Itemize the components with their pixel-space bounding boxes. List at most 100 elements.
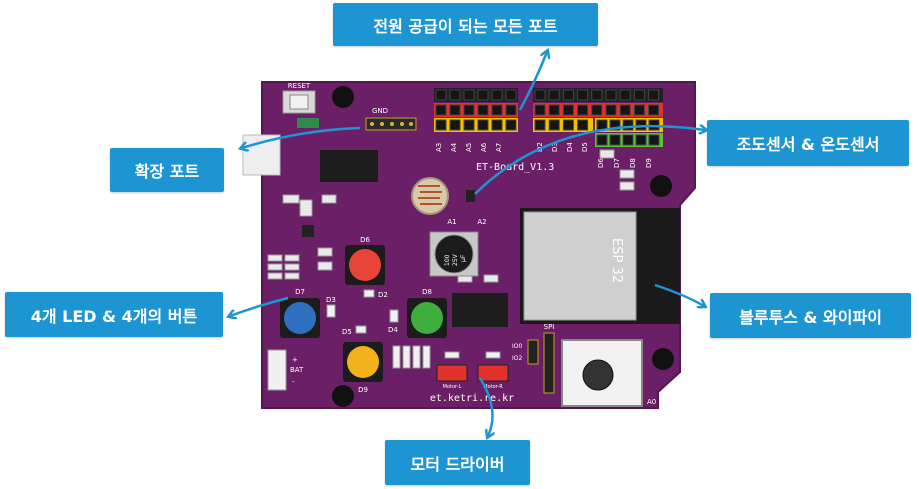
header-pin-socket — [449, 89, 461, 101]
header-pins — [435, 89, 660, 146]
header-pin-socket — [596, 134, 608, 146]
header-pin-socket — [633, 104, 645, 116]
gnd-label: GND — [372, 107, 388, 115]
header-pin-socket — [491, 119, 503, 131]
temperature-sensor — [466, 190, 475, 202]
bat-label: BAT — [290, 366, 304, 374]
light-sensor — [411, 177, 449, 215]
motor-resistors — [444, 351, 501, 359]
header-pin-socket — [435, 89, 447, 101]
blue-button — [284, 302, 316, 334]
header-pin-socket — [609, 119, 621, 131]
d8-label: D8 — [422, 288, 432, 296]
svg-text:25V: 25V — [452, 253, 459, 266]
motor-r-connector — [477, 364, 509, 382]
header-pin-socket — [591, 104, 603, 116]
green-button — [411, 302, 443, 334]
d2-label: D2 — [378, 291, 388, 299]
gnd-header-pins — [370, 122, 413, 126]
svg-text:A5: A5 — [465, 143, 473, 152]
header-pin-socket — [605, 89, 617, 101]
callout-motor-driver: 모터 드라이버 — [385, 440, 530, 485]
d3-label: D3 — [326, 296, 336, 304]
bat-minus: - — [292, 378, 295, 386]
arrow-bt — [654, 283, 704, 306]
header-pin-socket — [562, 89, 574, 101]
arrow-power — [518, 52, 547, 111]
header-pin-socket — [463, 119, 475, 131]
header-pin-socket — [534, 89, 546, 101]
header-pin-socket — [648, 104, 660, 116]
board-title: ET-Board_V1.3 — [476, 162, 554, 173]
header-pin-socket — [505, 89, 517, 101]
header-pin-socket — [548, 119, 560, 131]
smd-components — [267, 149, 635, 283]
reset-label: RESET — [288, 82, 311, 90]
svg-text:D4: D4 — [566, 142, 574, 152]
d4-label: D4 — [388, 326, 398, 334]
header-pin-socket — [562, 119, 574, 131]
bat-plus: + — [292, 356, 298, 364]
header-pin-socket — [548, 89, 560, 101]
header-pin-socket — [577, 104, 589, 116]
d7-label: D7 — [295, 288, 305, 296]
d6-label: D6 — [360, 236, 370, 244]
svg-text:100: 100 — [444, 254, 451, 266]
io0-label: IO0 — [512, 343, 522, 350]
led-d3 — [326, 304, 336, 318]
a2-label: A2 — [477, 218, 486, 226]
header-pin-socket — [435, 119, 447, 131]
header-pin-socket — [619, 89, 631, 101]
spi-label: SPI — [544, 323, 555, 331]
header-pin-socket — [477, 119, 489, 131]
header-pin-socket — [477, 89, 489, 101]
header-pin-socket — [449, 104, 461, 116]
mount-hole-top-right — [650, 175, 672, 197]
analog-pin-labels: A3 A4 A5 A6 A7 — [435, 142, 503, 152]
arrow-expansion — [242, 126, 361, 148]
green-component — [297, 118, 319, 128]
motor-l-connector — [436, 364, 468, 382]
svg-text:D2: D2 — [536, 142, 544, 152]
callout-bt-wifi: 블루투스 & 와이파이 — [710, 293, 911, 338]
svg-text:D6: D6 — [597, 158, 605, 168]
ic-chip-top — [320, 150, 378, 182]
esp32-label: ESP 32 — [609, 238, 624, 283]
header-pin-socket — [477, 104, 489, 116]
header-pin-socket — [577, 89, 589, 101]
ic-chip-bottom — [452, 293, 508, 327]
capacitor — [434, 234, 474, 274]
header-pin-socket — [622, 134, 634, 146]
d9-label: D9 — [358, 386, 368, 394]
board-url: et.ketri.re.kr — [430, 393, 514, 404]
callout-sensors: 조도센서 & 온도센서 — [707, 120, 909, 166]
header-pin-socket — [635, 134, 647, 146]
small-ic — [302, 225, 314, 237]
mount-hole-bottom-right — [652, 348, 674, 370]
svg-text:A3: A3 — [435, 143, 443, 152]
esp32-module — [523, 211, 637, 321]
svg-text:A7: A7 — [495, 143, 503, 152]
arrow-motor — [478, 377, 493, 436]
battery-connector — [267, 349, 287, 391]
header-pin-socket — [548, 104, 560, 116]
header-pin-socket — [505, 119, 517, 131]
svg-text:D5: D5 — [581, 142, 589, 152]
yellow-button — [347, 346, 379, 378]
analog-header-group — [434, 88, 518, 132]
header-pin-socket — [449, 119, 461, 131]
callout-power-ports: 전원 공급이 되는 모든 포트 — [333, 3, 598, 46]
header-pin-socket — [463, 104, 475, 116]
header-pin-socket — [591, 89, 603, 101]
led-d4 — [389, 309, 399, 323]
svg-text:D3: D3 — [551, 142, 559, 152]
header-pin-socket — [505, 104, 517, 116]
header-pin-socket — [534, 104, 546, 116]
svg-text:D9: D9 — [645, 158, 653, 168]
arrow-sensors — [474, 126, 705, 195]
digital-pin-labels: D2 D3 D4 D5 D6 D7 D8 D9 — [536, 142, 653, 168]
capacitor-text: 100 25V μF — [444, 253, 467, 266]
header-pin-socket — [534, 119, 546, 131]
mount-hole-top-left — [332, 86, 354, 108]
